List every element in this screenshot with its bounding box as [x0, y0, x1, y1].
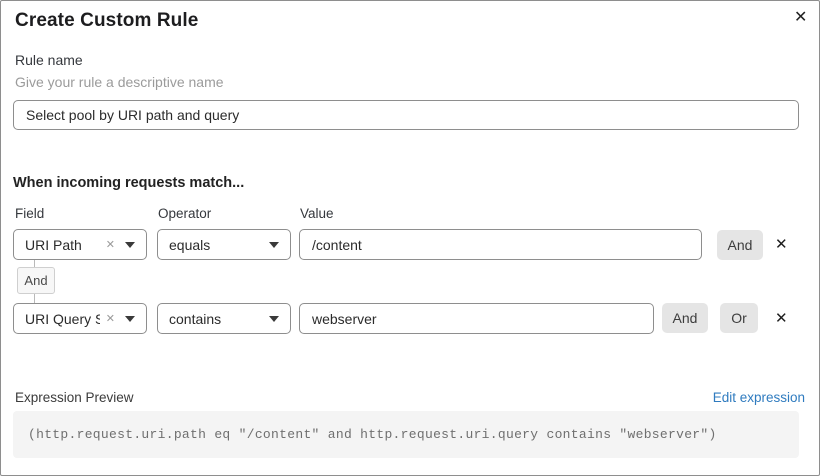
and-button-row2[interactable]: And [662, 303, 708, 333]
operator-select-row2-value: contains [169, 310, 222, 327]
operator-column-label: Operator [158, 206, 212, 221]
field-select-row1-value: URI Path [25, 236, 82, 253]
clear-icon[interactable]: ✕ [105, 239, 115, 251]
or-button-row2[interactable]: Or [720, 303, 758, 333]
field-select-row1[interactable]: URI Path ✕ [13, 229, 147, 260]
rule-name-label: Rule name [15, 52, 83, 68]
connector-line-bottom [34, 294, 35, 303]
close-icon[interactable]: ✕ [794, 9, 808, 26]
expression-preview-label: Expression Preview [15, 390, 134, 405]
chevron-down-icon [269, 241, 279, 248]
match-heading: When incoming requests match... [13, 175, 245, 191]
operator-select-row1[interactable]: equals [157, 229, 291, 260]
chevron-down-icon [125, 315, 135, 322]
expression-preview-box: (http.request.uri.path eq "/content" and… [13, 411, 799, 458]
value-input-row1[interactable] [299, 229, 702, 260]
field-select-row2-value: URI Query St... [25, 310, 100, 327]
rule-name-input[interactable] [13, 100, 799, 130]
field-column-label: Field [15, 206, 45, 221]
delete-row1-icon[interactable]: ✕ [775, 236, 788, 253]
value-column-label: Value [300, 206, 334, 221]
delete-row2-icon[interactable]: ✕ [775, 310, 788, 327]
chevron-down-icon [125, 241, 135, 248]
clear-icon[interactable]: ✕ [105, 313, 115, 325]
connector-and-badge: And [17, 267, 55, 294]
value-input-row2[interactable] [299, 303, 654, 334]
page-title: Create Custom Rule [15, 10, 199, 31]
operator-select-row1-value: equals [169, 236, 211, 253]
connector-line-top [34, 260, 35, 268]
operator-select-row2[interactable]: contains [157, 303, 291, 334]
expression-code: (http.request.uri.path eq "/content" and… [28, 427, 717, 442]
and-button-row1[interactable]: And [717, 230, 763, 260]
rule-name-helper-text: Give your rule a descriptive name [15, 74, 224, 90]
field-select-row2[interactable]: URI Query St... ✕ [13, 303, 147, 334]
edit-expression-link[interactable]: Edit expression [712, 390, 805, 405]
chevron-down-icon [269, 315, 279, 322]
